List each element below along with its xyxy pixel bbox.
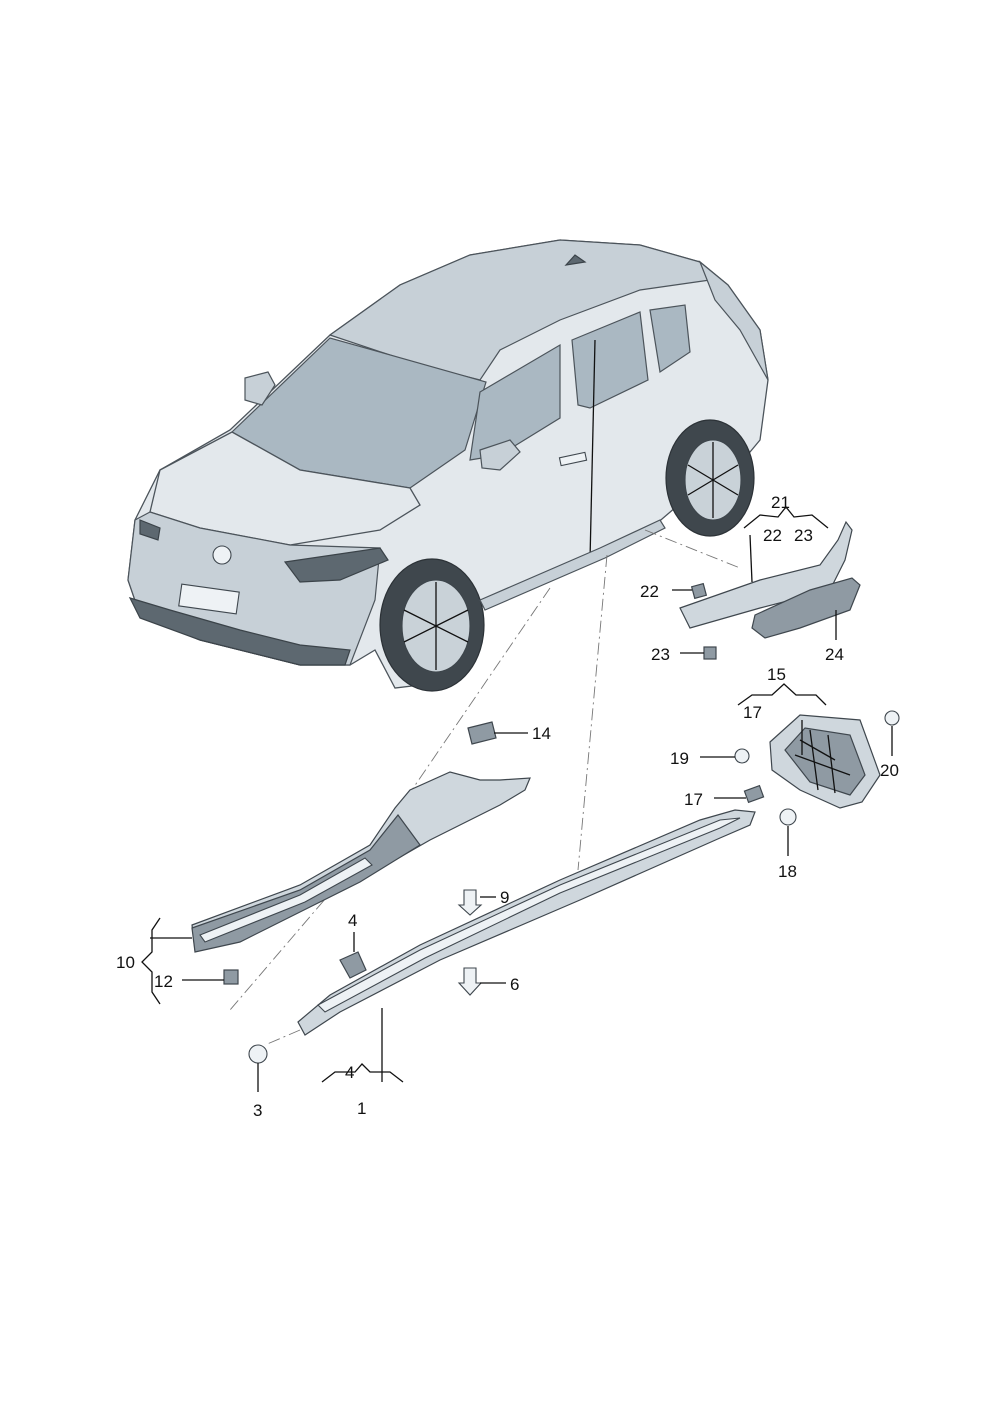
bolt-6 — [457, 967, 483, 996]
vehicle-sill — [479, 519, 666, 611]
callout-6: 6 — [510, 975, 519, 994]
sill-rail-highlight — [317, 817, 741, 1013]
rear-rim-spokes — [687, 442, 739, 518]
bracket-15 — [737, 683, 827, 706]
projection-line-1 — [404, 587, 551, 801]
headlight — [283, 547, 389, 583]
callout-12: 12 — [154, 972, 173, 991]
leader-21 — [749, 534, 753, 583]
part-group-21 — [672, 505, 861, 660]
part-group-1 — [248, 809, 756, 1092]
headlight-left — [139, 519, 161, 541]
vehicle-illustration — [127, 239, 769, 692]
callout-19: 19 — [670, 749, 689, 768]
part-group-15 — [700, 683, 900, 856]
sill-rail — [297, 809, 756, 1036]
brand-badge — [212, 545, 232, 565]
projection-line-2 — [577, 554, 608, 871]
callout-15: 15 — [767, 665, 786, 684]
callout-4-clip: 4 — [348, 911, 357, 930]
bracket-1 — [321, 1063, 404, 1083]
callout-17: 17 — [684, 790, 703, 809]
callout-24: 24 — [825, 645, 844, 664]
clip-14 — [467, 721, 497, 745]
wheel-arch-trim-inner — [784, 727, 866, 796]
callout-14: 14 — [532, 724, 551, 743]
lower-grille — [128, 597, 351, 666]
door-line — [589, 339, 596, 561]
callout-17-top: 17 — [743, 703, 762, 722]
screw-19 — [734, 748, 750, 764]
callout-23: 23 — [651, 645, 670, 664]
bracket-21 — [743, 505, 829, 529]
license-plate — [178, 583, 240, 615]
callout-4-rail: 4 — [345, 1063, 354, 1082]
front-rim-spokes — [403, 582, 469, 670]
callout-21: 21 — [771, 493, 790, 512]
screw-20 — [884, 710, 900, 726]
projection-line-5 — [264, 1029, 301, 1046]
callout-3: 3 — [253, 1101, 262, 1120]
callout-23-top: 23 — [794, 526, 813, 545]
rear-side-window — [571, 311, 649, 409]
bolt-9 — [457, 889, 483, 916]
callout-22-top: 22 — [763, 526, 782, 545]
quarter-window — [649, 304, 691, 374]
callout-labels: 21 22 23 22 23 24 15 17 19 20 17 18 14 9… — [116, 493, 899, 1120]
wheel-arch-ribs — [794, 729, 851, 794]
rear-sill-bracket — [751, 577, 861, 639]
clip-23 — [703, 646, 717, 660]
front-sill-trim-strip — [199, 857, 373, 943]
roof-antenna — [564, 254, 587, 266]
callout-10: 10 — [116, 953, 135, 972]
projection-line-3 — [644, 529, 741, 569]
callout-9: 9 — [500, 888, 509, 907]
part-group-10 — [141, 721, 531, 1005]
front-side-window — [469, 343, 561, 461]
screw-3 — [248, 1044, 268, 1064]
bracket-10 — [141, 917, 161, 1005]
door-handle — [558, 451, 588, 467]
tailgate — [698, 260, 769, 381]
callout-1: 1 — [357, 1099, 366, 1118]
clip-22 — [690, 582, 708, 600]
callout-22: 22 — [640, 582, 659, 601]
rear-sill-trim — [679, 520, 853, 629]
clip-12 — [223, 969, 239, 985]
right-mirror — [479, 439, 521, 471]
clip-17 — [743, 784, 765, 804]
callout-20: 20 — [880, 761, 899, 780]
screw-18 — [779, 808, 797, 826]
clip-4 — [339, 951, 367, 979]
left-mirror — [244, 371, 276, 406]
callout-18: 18 — [778, 862, 797, 881]
